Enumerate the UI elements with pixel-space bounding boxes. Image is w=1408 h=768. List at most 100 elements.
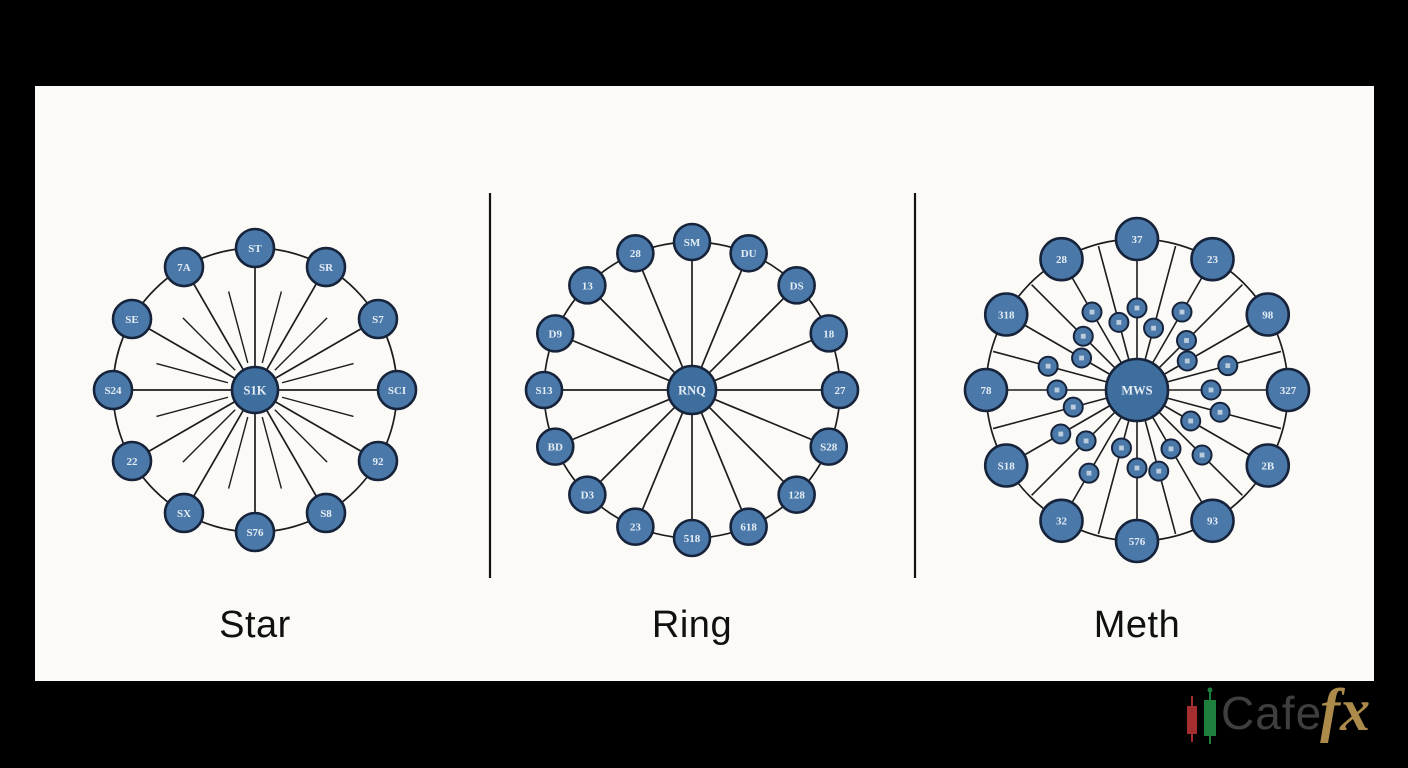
edge-line xyxy=(281,396,354,418)
hub-node-label: MWS xyxy=(1121,384,1152,398)
network-node-label: 32 xyxy=(1056,516,1068,528)
small-node-glyph xyxy=(1086,470,1092,476)
edge-line xyxy=(699,270,743,370)
small-node-glyph xyxy=(1225,363,1231,369)
network-node-label: 28 xyxy=(1056,254,1068,266)
network-node xyxy=(357,298,399,340)
logo-text-fx: fx xyxy=(1320,677,1371,743)
network-node-label: 18 xyxy=(823,328,835,340)
network-node xyxy=(535,427,575,466)
network-node-label: SE xyxy=(125,314,138,326)
network-node-label: 22 xyxy=(127,456,138,468)
network-node-label: 92 xyxy=(372,456,384,468)
edge-line xyxy=(712,397,812,441)
edge-line xyxy=(148,399,238,452)
network-node xyxy=(568,266,607,305)
small-node-glyph xyxy=(1179,309,1185,315)
network-node-label: DS xyxy=(790,280,804,292)
small-node-glyph xyxy=(1184,338,1189,343)
cafefx-logo: Cafe fx xyxy=(1183,680,1370,752)
network-node-label: 618 xyxy=(740,522,757,534)
small-node-glyph xyxy=(1116,319,1122,325)
network-node-label: 23 xyxy=(1207,254,1219,266)
network-node xyxy=(524,370,564,410)
network-node xyxy=(983,292,1029,337)
edge-line xyxy=(572,397,672,441)
network-node-label: 93 xyxy=(1207,516,1219,528)
edge-line xyxy=(699,410,743,510)
edge-line xyxy=(1071,414,1124,503)
logo-text-cafe: Cafe xyxy=(1221,687,1323,739)
small-node-glyph xyxy=(1045,363,1051,369)
edge-line xyxy=(1031,409,1118,496)
network-node xyxy=(616,507,655,547)
network-node xyxy=(568,475,607,514)
network-node xyxy=(1190,236,1235,282)
network-node-label: 128 xyxy=(788,490,805,502)
network-node xyxy=(777,266,816,305)
network-node-label: 318 xyxy=(998,309,1015,321)
small-node-glyph xyxy=(1070,404,1076,410)
edge-line xyxy=(1097,417,1131,535)
network-node xyxy=(357,440,399,482)
small-node-glyph xyxy=(1156,468,1162,474)
network-node-label: 23 xyxy=(630,522,642,534)
edge-line xyxy=(1071,277,1124,366)
edge-line xyxy=(1150,414,1203,503)
small-node-glyph xyxy=(1089,309,1095,315)
network-node xyxy=(729,507,768,547)
edge-line xyxy=(274,409,328,463)
network-node xyxy=(820,370,860,410)
edge-line xyxy=(261,416,283,489)
network-node-label: S18 xyxy=(998,460,1016,472)
network-node xyxy=(672,518,712,558)
small-node-glyph xyxy=(1184,358,1190,364)
edge-line xyxy=(1156,284,1243,371)
edge-line xyxy=(641,270,685,370)
network-node-label: 7A xyxy=(177,262,191,274)
edge-line xyxy=(600,298,678,376)
network-node xyxy=(305,246,347,288)
network-node-label: S24 xyxy=(104,385,122,397)
network-node-label: ST xyxy=(248,243,262,255)
network-node-label: 327 xyxy=(1280,385,1297,397)
network-node xyxy=(1190,498,1235,544)
edge-line xyxy=(156,362,229,384)
network-node xyxy=(672,222,712,262)
edge-line xyxy=(193,283,246,373)
edge-line xyxy=(193,407,246,497)
panel-title-mesh: Meth xyxy=(1093,604,1181,646)
small-node-glyph xyxy=(1208,387,1214,393)
edge-line xyxy=(148,328,238,381)
candlestick-icon xyxy=(1187,687,1216,744)
network-node-label: 78 xyxy=(981,385,993,397)
network-node-label: S8 xyxy=(320,508,332,520)
small-node-glyph xyxy=(1080,333,1086,339)
network-node xyxy=(234,511,276,553)
edge-line xyxy=(1143,245,1177,363)
network-node-label: S7 xyxy=(372,314,384,326)
network-node xyxy=(234,227,276,269)
edge-line xyxy=(572,339,672,383)
network-node-label: SX xyxy=(177,508,191,520)
network-node xyxy=(809,314,849,353)
network-node xyxy=(1245,292,1291,337)
network-node-label: 576 xyxy=(1129,536,1146,548)
network-node-label: 27 xyxy=(835,385,847,397)
small-node-glyph xyxy=(1217,409,1223,415)
network-node xyxy=(983,443,1029,488)
edge-line xyxy=(1097,245,1131,363)
network-node-label: D3 xyxy=(581,490,595,502)
small-node-glyph xyxy=(1134,465,1140,471)
network-node-label: 518 xyxy=(684,533,701,545)
small-node-glyph xyxy=(1083,438,1089,444)
edge-line xyxy=(706,404,784,482)
hub-node-label: RNQ xyxy=(678,384,706,398)
network-node xyxy=(92,369,134,411)
network-node xyxy=(809,427,849,466)
edge-line xyxy=(272,399,362,452)
network-topology-diagram: STSRS7SCI92S8S76SX22S24SE7AS1KSMDUDS1827… xyxy=(92,193,1311,578)
small-node-glyph xyxy=(1151,325,1156,331)
